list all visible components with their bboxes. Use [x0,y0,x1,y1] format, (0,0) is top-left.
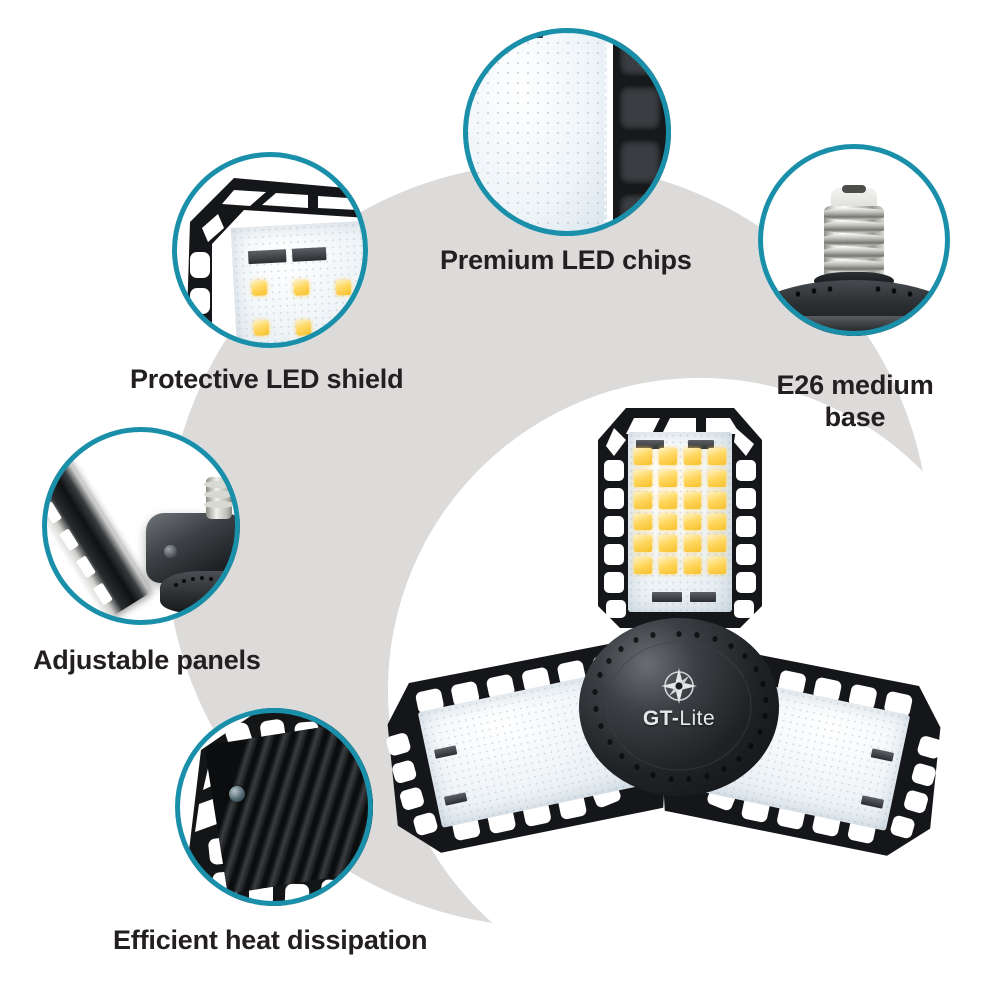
driver-chip [652,592,682,602]
led-chip [683,535,702,553]
led-chip [708,557,726,574]
product-assembly: GT-Lite [385,400,945,930]
led-chip [658,491,677,509]
led-chip [683,513,702,531]
logo-separator: - [671,707,680,730]
driver-chip [690,592,716,602]
led-chip [634,513,652,531]
compass-star-icon [659,666,699,706]
callout-efficient-heat-dissipation[interactable] [175,708,373,906]
logo-secondary-text: Lite [679,707,716,730]
heat-sink-fins-icon [175,708,373,906]
callout-label-e26-medium-base: E26 medium base [776,370,934,432]
screw-base-icon [758,144,950,336]
led-chip [634,469,652,487]
hinged-panel-icon [42,427,240,625]
driver-chip [513,29,543,38]
led-chip [634,448,652,465]
led-chip [658,557,677,574]
led-chip [708,491,726,509]
product-logo: GT-Lite [579,666,779,731]
top-panel-led-grid [634,448,726,574]
led-chip [683,448,702,465]
led-chip [708,469,726,487]
callout-adjustable-panels[interactable] [42,427,240,625]
led-chip [708,535,726,553]
led-chip [708,513,726,531]
led-chip [658,469,677,487]
callout-label-premium-led-chips: Premium LED chips [440,245,692,275]
led-chip [634,535,652,553]
hinge-vent-dots [174,576,221,587]
callout-label-protective-led-shield: Protective LED shield [130,364,404,394]
led-chip [634,557,652,574]
led-chip [683,491,702,509]
product-housing: GT-Lite [579,618,779,796]
housing-vent-ring [592,631,769,782]
led-chip [683,469,702,487]
base-vent-dots [779,286,929,302]
led-chip [708,448,726,465]
led-chip [634,491,652,509]
callout-label-adjustable-panels: Adjustable panels [33,645,261,675]
callout-e26-medium-base[interactable] [758,144,950,336]
led-chip [658,535,677,553]
led-chip [658,513,677,531]
product-logo-text: GT-Lite [579,707,779,731]
led-chip-closeup-icon [463,28,671,236]
product-panel-top [590,400,770,630]
logo-primary-text: GT [642,707,672,730]
driver-chip [636,440,664,449]
led-chip [658,448,677,465]
led-chip [683,557,702,574]
shield-lattice [186,178,368,348]
callout-protective-led-shield[interactable] [172,152,368,348]
callout-label-efficient-heat-dissipation: Efficient heat dissipation [113,925,428,955]
driver-chip [688,440,714,449]
lattice-shield-icon [172,152,368,348]
callout-premium-led-chips[interactable] [463,28,671,236]
